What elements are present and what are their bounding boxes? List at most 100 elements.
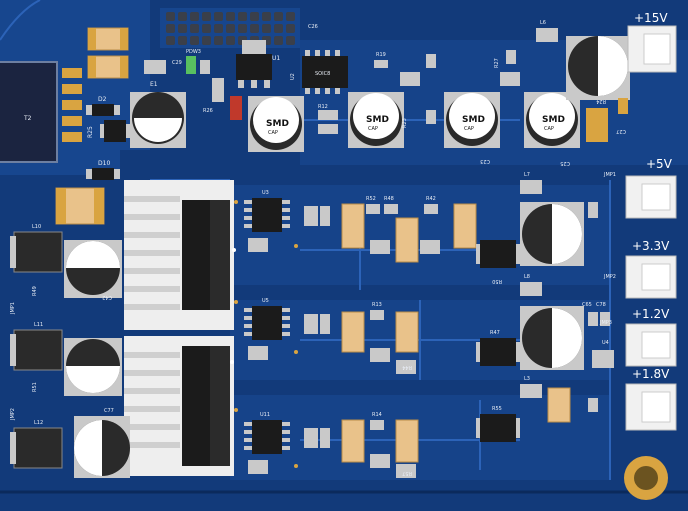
inductor-l11 (10, 329, 63, 371)
chip-resistor (212, 78, 242, 120)
header-pin (214, 36, 223, 45)
label-t2: T2 (23, 115, 32, 122)
label-l7: L7 (524, 172, 530, 178)
label-c42: C42 (102, 294, 112, 300)
inductor-l10 (10, 231, 63, 273)
tan-capacitors (341, 203, 571, 463)
smd-cap-c1 (248, 96, 304, 152)
header-pin (190, 12, 199, 21)
diode-d10 (86, 168, 120, 180)
header-pin (190, 36, 199, 45)
header-pin (238, 12, 247, 21)
smd-label: SMD (366, 115, 389, 125)
header-pin (166, 24, 175, 33)
tantalum-cap (87, 27, 129, 79)
chip-caps-right (588, 202, 614, 412)
label-l6: L6 (540, 20, 546, 26)
tan-capacitor (586, 108, 608, 142)
electrolytic-c42 (64, 240, 122, 298)
electrolytic-c-left2 (64, 338, 122, 396)
vias (230, 200, 298, 468)
header-pin (250, 12, 259, 21)
label-l3: L3 (524, 376, 530, 382)
header-pin (286, 36, 295, 45)
heatsink-lower (124, 336, 234, 476)
label-jmp2: JMP2 (603, 274, 616, 280)
label-r48: R48 (384, 196, 394, 202)
soic-u3 (244, 198, 290, 232)
header-pin (202, 36, 211, 45)
label-c65: C65 (582, 302, 592, 308)
header-33v[interactable] (625, 255, 677, 299)
label-r52: R52 (366, 196, 376, 202)
header-pin (262, 12, 271, 21)
label-r13: R13 (372, 302, 382, 308)
inductor-r25 (100, 120, 130, 142)
label-r24: R24 (596, 98, 606, 104)
header-pin (226, 24, 235, 33)
label-jmp-left2: JMP2 (10, 408, 16, 421)
label-r23: R23 (402, 118, 408, 128)
electrolytic-top-right (566, 36, 630, 100)
label-r51: R51 (32, 382, 38, 392)
header-pin (226, 36, 235, 45)
rail-label-5v: +5V (646, 157, 673, 171)
header-15v[interactable] (627, 25, 677, 73)
smd-label: SMD (542, 115, 565, 125)
mounting-hole (624, 456, 668, 500)
chip-inductors (520, 180, 542, 398)
inductor-r55 (476, 414, 520, 442)
transformer-t2 (0, 61, 82, 163)
header-pin (238, 24, 247, 33)
label-l12: L12 (34, 420, 43, 426)
label-r55: R55 (492, 406, 502, 412)
label-c29: C29 (172, 60, 182, 66)
header-12v[interactable] (625, 323, 677, 367)
label-pdw3: PDW3 (186, 49, 201, 55)
header-5v[interactable] (625, 175, 677, 219)
header-pin (166, 12, 175, 21)
label-c27: C27 (616, 128, 626, 134)
label-jmp-left1: JMP1 (10, 302, 16, 315)
label-u11: U11 (260, 412, 270, 418)
label-u1: U1 (272, 55, 280, 62)
smd-capacitor (144, 60, 166, 74)
inductor-r50 (476, 240, 520, 268)
label-r57: R57 (402, 470, 412, 476)
label-l11: L11 (34, 322, 43, 328)
electrolytic-right1 (520, 202, 584, 266)
regulator-u1 (236, 40, 272, 88)
label-l10: L10 (32, 224, 41, 230)
header-pin (178, 36, 187, 45)
label-r26: R26 (203, 108, 213, 114)
label-r44: R44 (402, 364, 412, 370)
rail-label-33v: +3.3V (632, 239, 670, 253)
header-pin (274, 12, 283, 21)
label-jmp1: JMP1 (603, 172, 616, 178)
smd-cap-c23 (444, 92, 500, 148)
label-d10: D10 (98, 160, 110, 167)
heatsink-upper (124, 180, 234, 330)
label-u2: U2 (290, 73, 296, 80)
smd-cap-c25 (524, 92, 580, 148)
tantalum-cap (55, 187, 105, 225)
label-r49: R49 (32, 286, 38, 296)
label-r42: R42 (426, 196, 436, 202)
header-pin (202, 24, 211, 33)
soic-u11 (244, 420, 290, 454)
cap-label: CAP (544, 126, 554, 132)
label-r25: R25 (87, 126, 94, 138)
header-pin (178, 12, 187, 21)
rail-label-18v: +1.8V (632, 367, 670, 381)
rail-label-12v: +1.2V (632, 307, 670, 321)
u2-part-text: SOIC8 (315, 71, 330, 77)
electrolytic-c77 (74, 416, 130, 478)
cap-label: CAP (368, 126, 378, 132)
label-r12: R12 (318, 104, 328, 110)
header-pin (190, 24, 199, 33)
header-pin (202, 12, 211, 21)
electrolytic-e1 (130, 92, 186, 148)
header-18v[interactable] (625, 383, 677, 431)
